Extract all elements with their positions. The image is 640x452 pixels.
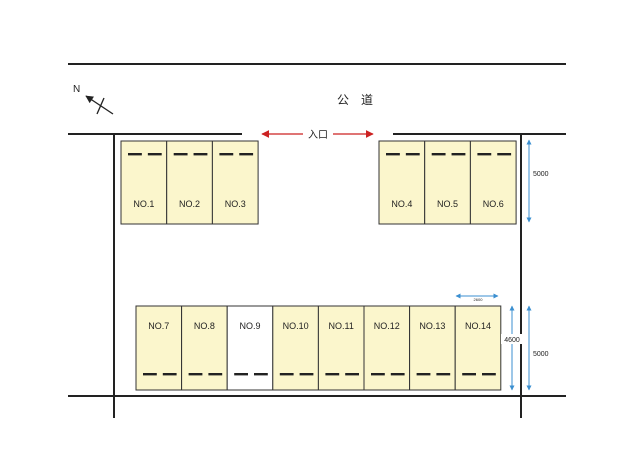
parking-space-3: NO.3 (211, 140, 259, 225)
wheel-stop-mark (279, 373, 294, 376)
parking-space-4: NO.4 (378, 140, 426, 225)
parking-space-label: NO.4 (391, 199, 412, 209)
road-label: 公 道 (337, 93, 373, 107)
wheel-stop-mark (451, 153, 466, 156)
wheel-stop-mark (188, 373, 203, 376)
parking-space-label: NO.1 (133, 199, 154, 209)
wheel-stop-mark (234, 373, 248, 376)
wheel-stop-mark (497, 153, 512, 156)
parking-space-label: NO.2 (179, 199, 200, 209)
wheel-stop-mark (173, 153, 188, 156)
north-arrow-icon (85, 95, 114, 115)
parking-spaces: NO.1 NO.2 NO.3 NO.4 NO.5 NO.6NO.7 NO.8 NO.9 NO.1… (120, 140, 517, 391)
wheel-stop-mark (436, 373, 451, 376)
parking-space-box (272, 305, 319, 391)
bottom-depth-label: 5000 (533, 351, 549, 358)
north-arrow-crossbar (96, 97, 105, 115)
parking-space-12: NO.12 (363, 305, 411, 391)
wheel-stop-mark (143, 373, 157, 376)
wheel-stop-mark (162, 373, 177, 376)
parking-space-8: NO.8 (181, 305, 228, 391)
wheel-stop-mark (386, 153, 400, 156)
parking-space-label: NO.7 (148, 321, 169, 331)
parking-space-box (317, 305, 365, 391)
parking-space-label: NO.14 (465, 321, 491, 331)
wheel-stop-mark (462, 373, 476, 376)
wheel-stop-mark (390, 373, 405, 376)
parking-space-box (226, 305, 274, 391)
parking-space-label: NO.8 (194, 321, 215, 331)
wheel-stop-mark (208, 373, 223, 376)
parking-space-label: NO.12 (374, 321, 400, 331)
parking-space-6: NO.6 (469, 140, 517, 225)
wheel-stop-mark (147, 153, 162, 156)
entrance-label: 入口 (308, 130, 328, 141)
parking-space-7: NO.7 (135, 305, 183, 391)
wheel-stop-mark (299, 373, 314, 376)
parking-space-13: NO.13 (409, 305, 456, 391)
wheel-stop-mark (325, 373, 340, 376)
wheel-stop-mark (254, 373, 268, 376)
north-label: N (73, 84, 80, 95)
parking-space-label: NO.6 (483, 199, 504, 209)
parking-space-box (409, 305, 456, 391)
parking-space-5: NO.5 (424, 140, 471, 225)
wheel-stop-mark (405, 153, 420, 156)
parking-space-10: NO.10 (272, 305, 319, 391)
space-width-label: 2600 (474, 297, 484, 302)
wheel-stop-mark (239, 153, 254, 156)
parking-space-box (363, 305, 411, 391)
parking-space-14: NO.14 (454, 305, 502, 391)
parking-space-2: NO.2 (166, 140, 213, 225)
parking-space-1: NO.1 (120, 140, 168, 225)
parking-space-label: NO.11 (329, 321, 354, 331)
parking-space-box (181, 305, 228, 391)
wheel-stop-mark (193, 153, 208, 156)
parking-space-label: NO.9 (239, 321, 260, 331)
wheel-stop-mark (345, 373, 359, 376)
parking-space-9: NO.9 (226, 305, 274, 391)
top-depth-label: 5000 (533, 171, 549, 178)
space-length-label: 4600 (504, 337, 520, 344)
parking-space-11: NO.11 (317, 305, 365, 391)
wheel-stop-mark (416, 373, 431, 376)
parking-space-box (454, 305, 502, 391)
parking-space-label: NO.13 (419, 321, 445, 331)
wheel-stop-mark (128, 153, 142, 156)
wheel-stop-mark (482, 373, 496, 376)
parking-space-label: NO.10 (283, 321, 309, 331)
parking-space-box (135, 305, 183, 391)
parking-space-label: NO.3 (225, 199, 246, 209)
parking-space-label: NO.5 (437, 199, 458, 209)
wheel-stop-mark (219, 153, 234, 156)
wheel-stop-mark (477, 153, 492, 156)
wheel-stop-mark (431, 153, 446, 156)
wheel-stop-mark (371, 373, 385, 376)
